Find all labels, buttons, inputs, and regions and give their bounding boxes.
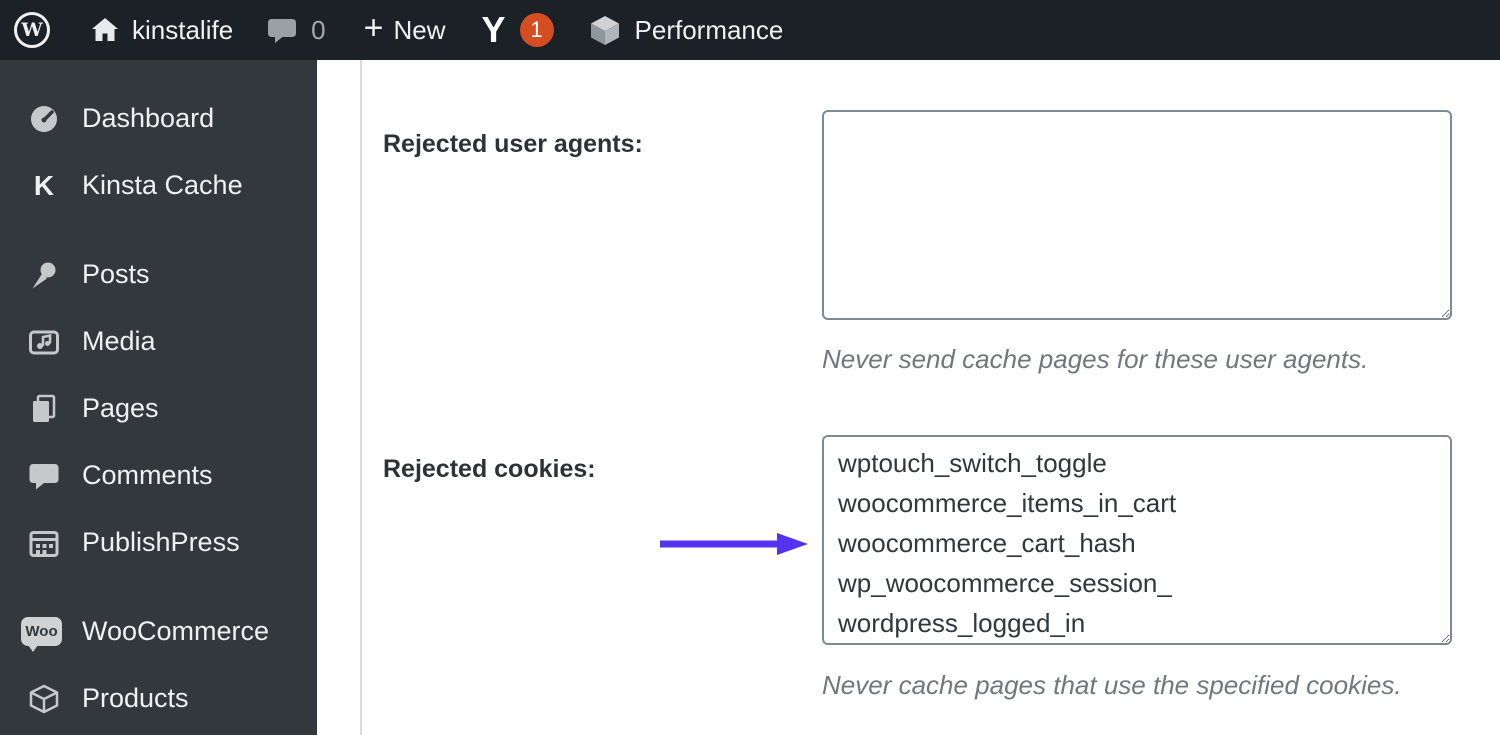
- sidebar-item-kinsta-cache[interactable]: K Kinsta Cache: [0, 152, 317, 219]
- rejected-user-agents-help: Never send cache pages for these user ag…: [822, 344, 1369, 374]
- site-menu[interactable]: kinstalife: [90, 0, 233, 60]
- sidebar-item-label: Posts: [82, 259, 150, 289]
- pages-icon: [26, 393, 62, 425]
- sidebar-item-products[interactable]: Products: [0, 665, 317, 732]
- yoast-menu[interactable]: Y 1: [482, 0, 554, 60]
- sidebar-item-label: WooCommerce: [82, 616, 270, 646]
- comment-bubble-icon: [267, 16, 297, 44]
- pin-icon: [26, 259, 62, 291]
- comments-count: 0: [311, 14, 326, 45]
- rejected-user-agents-textarea[interactable]: [822, 110, 1452, 320]
- woocommerce-icon: Woo: [21, 617, 62, 652]
- annotation-arrow: [660, 533, 808, 555]
- wordpress-logo-icon: W: [14, 12, 50, 48]
- sidebar-item-label: PublishPress: [82, 527, 240, 557]
- sidebar-item-posts[interactable]: Posts: [0, 241, 317, 308]
- comments-admin-menu[interactable]: 0: [267, 0, 326, 60]
- admin-sidebar: Dashboard K Kinsta Cache Posts Media Pag…: [0, 60, 317, 735]
- sidebar-item-label: Dashboard: [82, 103, 215, 133]
- wordpress-logo-letter: W: [21, 19, 43, 41]
- dashboard-icon: [26, 103, 62, 135]
- comments-icon: [26, 460, 62, 492]
- site-name: kinstalife: [132, 14, 234, 45]
- rejected-cookies-help: Never cache pages that use the specified…: [822, 670, 1402, 700]
- sidebar-item-label: Comments: [82, 460, 213, 490]
- media-icon: [26, 326, 62, 358]
- sidebar-item-label: Pages: [82, 393, 159, 423]
- sidebar-separator: [0, 219, 317, 241]
- sidebar-item-dashboard[interactable]: Dashboard: [0, 85, 317, 152]
- plus-icon: +: [363, 9, 384, 47]
- w3tc-cube-icon: [588, 13, 622, 47]
- sidebar-item-publishpress[interactable]: PublishPress: [0, 509, 317, 576]
- kinsta-icon: K: [33, 169, 55, 201]
- sidebar-item-label: Kinsta Cache: [82, 170, 243, 200]
- sidebar-item-label: Products: [82, 683, 189, 713]
- performance-label: Performance: [634, 14, 784, 45]
- admin-topbar: W kinstalife 0 + New Y 1 Performance: [0, 0, 1500, 60]
- sidebar-item-media[interactable]: Media: [0, 308, 317, 375]
- sidebar-item-label: Media: [82, 326, 156, 356]
- calendar-icon: [26, 527, 62, 559]
- yoast-notification-badge: 1: [519, 13, 554, 47]
- rejected-cookies-textarea[interactable]: wptouch_switch_toggle woocommerce_items_…: [822, 435, 1452, 645]
- sidebar-item-comments[interactable]: Comments: [0, 442, 317, 509]
- sidebar-item-woocommerce[interactable]: Woo WooCommerce: [0, 598, 317, 665]
- content-divider: [360, 60, 362, 735]
- new-menu[interactable]: + New: [364, 0, 446, 60]
- settings-content: Rejected user agents: Never send cache p…: [317, 60, 1500, 735]
- rejected-cookies-label: Rejected cookies:: [383, 455, 596, 483]
- yoast-icon: Y: [481, 9, 506, 50]
- new-label: New: [393, 14, 446, 45]
- home-icon: [90, 15, 120, 45]
- wordpress-logo-menu[interactable]: W: [14, 0, 50, 60]
- performance-menu[interactable]: Performance: [588, 0, 784, 60]
- sidebar-separator: [0, 576, 317, 598]
- rejected-user-agents-label: Rejected user agents:: [383, 130, 643, 158]
- sidebar-item-pages[interactable]: Pages: [0, 375, 317, 442]
- products-icon: [26, 683, 62, 715]
